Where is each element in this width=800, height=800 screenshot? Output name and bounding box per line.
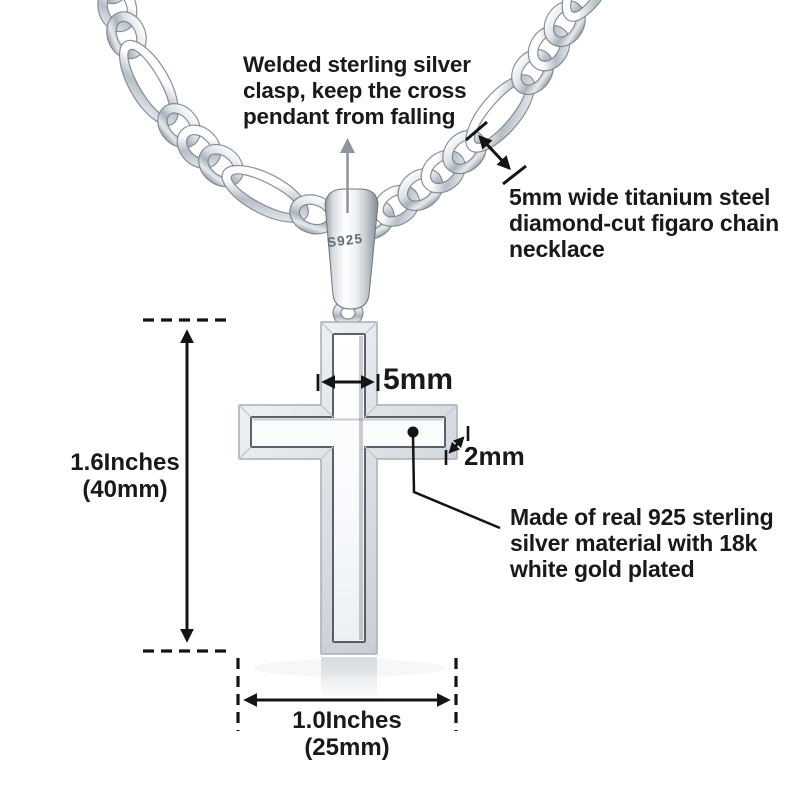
clasp-note-line1: Welded sterling silver xyxy=(243,52,471,77)
bar-width-arrow xyxy=(316,374,380,391)
chain-note-line3: necklace xyxy=(509,236,605,262)
material-dot xyxy=(407,426,419,438)
chain-note-line1: 5mm wide titanium steel xyxy=(509,184,771,210)
figaro-chain-right xyxy=(347,0,621,241)
chain-note: 5mm wide titanium steel diamond-cut figa… xyxy=(509,184,779,262)
clasp-note-line2: clasp, keep the cross xyxy=(243,78,467,103)
material-note-line2: silver material with 18k xyxy=(510,530,758,556)
height-label-inches: 1.6Inches xyxy=(70,449,180,476)
material-note-line3: white gold plated xyxy=(510,556,695,582)
thickness-ticks xyxy=(444,426,470,465)
bar-width-label: 5mm xyxy=(383,363,454,396)
clasp-note-line3: pendant from falling xyxy=(243,104,456,129)
bail: S925 xyxy=(324,188,379,310)
material-note: Made of real 925 sterling silver materia… xyxy=(510,504,774,582)
chain-width-ticks xyxy=(465,120,527,186)
width-label-mm: (25mm) xyxy=(304,734,390,761)
figaro-chain-left xyxy=(90,0,338,235)
chain-link xyxy=(442,129,487,175)
clasp-note: Welded sterling silver clasp, keep the c… xyxy=(243,52,471,130)
width-dimension xyxy=(236,658,458,731)
chain-note-line2: diamond-cut figaro chain xyxy=(509,210,779,236)
height-dimension xyxy=(143,318,228,653)
width-label-inches: 1.0Inches xyxy=(292,707,402,734)
cross-pendant xyxy=(238,321,458,655)
material-note-line1: Made of real 925 sterling xyxy=(510,504,774,530)
hallmark-text: S925 xyxy=(326,231,364,250)
bar-width-ticks xyxy=(316,374,380,391)
cross-reflection xyxy=(254,657,444,701)
material-leader xyxy=(407,426,501,530)
width-label: 1.0Inches (25mm) xyxy=(257,707,437,761)
thickness-label: 2mm xyxy=(464,441,525,471)
thickness-arrow xyxy=(444,426,470,465)
chain-width-arrow xyxy=(465,120,527,186)
height-label-mm: (40mm) xyxy=(82,476,168,503)
chain-link xyxy=(90,0,130,5)
chain-link xyxy=(118,39,179,126)
chain-link xyxy=(561,0,621,22)
height-label: 1.6Inches (40mm) xyxy=(45,449,205,503)
